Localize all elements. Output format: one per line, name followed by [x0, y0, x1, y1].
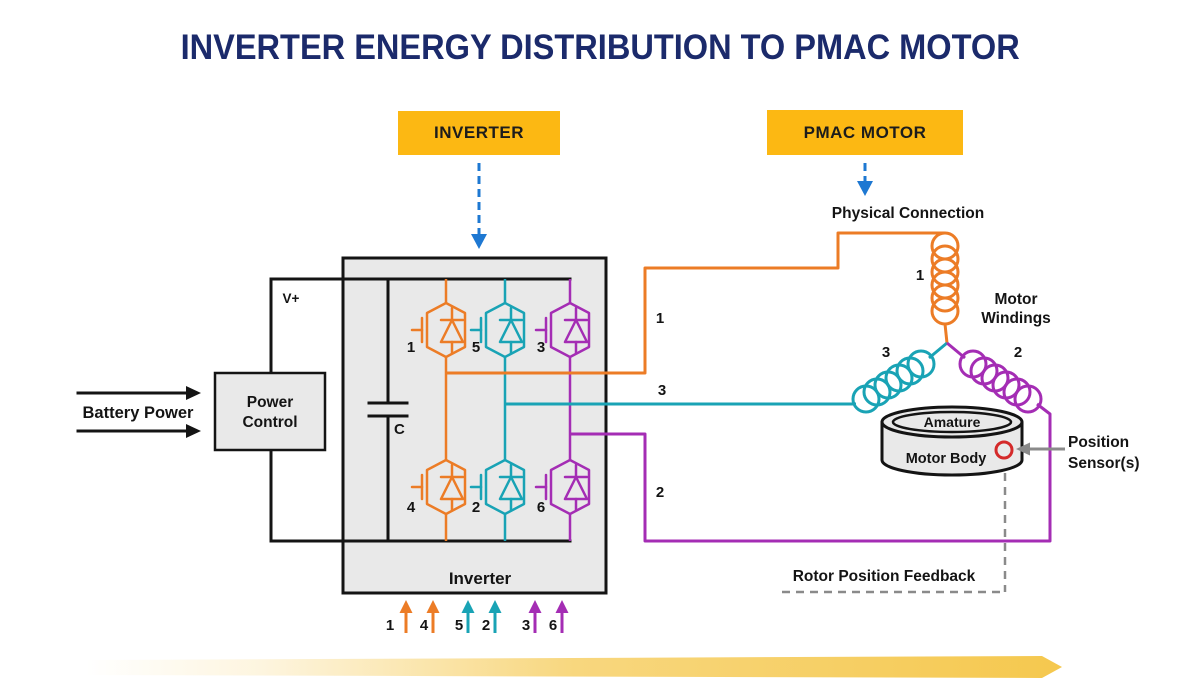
motor-top-inner-ellipse — [891, 410, 1013, 434]
motor-windings-label-line1: Motor — [994, 291, 1037, 308]
pmac-chip-label: PMAC MOTOR — [803, 122, 927, 142]
capacitor-plates — [367, 401, 409, 418]
position-sensor-pointer-head — [1016, 442, 1030, 456]
gate-number-4: 4 — [420, 617, 429, 634]
motor-body-label: Motor Body — [906, 451, 987, 467]
motor-windings-label-line2: Windings — [981, 310, 1051, 327]
position-sensor-label-line1: Position — [1068, 434, 1129, 451]
winding-2-label: 2 — [1014, 344, 1022, 361]
bus-top-rail — [269, 277, 572, 375]
phase-2-wire-label: 2 — [656, 484, 664, 501]
gate-number-6: 6 — [549, 617, 557, 634]
phase-1-wire — [446, 231, 945, 375]
phase-2-wire — [570, 402, 1052, 543]
v-plus-label: V+ — [283, 291, 300, 306]
igbt-number-3: 3 — [537, 339, 545, 356]
page-title-wrap: INVERTER ENERGY DISTRIBUTION TO PMAC MOT… — [0, 28, 1200, 68]
page-title: INVERTER ENERGY DISTRIBUTION TO PMAC MOT… — [180, 28, 1020, 67]
pmac-motor-chip: PMAC MOTOR — [767, 110, 963, 155]
battery-power-label: Battery Power — [83, 404, 195, 422]
gate-number-3: 3 — [522, 617, 530, 634]
inverter-chip: INVERTER — [398, 111, 560, 155]
bottom-swoosh-decoration — [86, 656, 1062, 678]
inverter-chip-label: INVERTER — [434, 123, 524, 142]
winding-3-coil — [851, 341, 948, 414]
igbt-number-1: 1 — [407, 339, 415, 356]
inverter-box-label: Inverter — [449, 569, 512, 588]
dc-bus-wiring — [76, 277, 572, 543]
inverter-chip-arrow-head — [471, 234, 487, 249]
rotor-feedback-dashed-line — [782, 459, 1007, 594]
gate-number-1: 1 — [386, 617, 394, 634]
power-control-label-line1: Power — [247, 394, 294, 411]
gate-signal-arrows — [399, 600, 569, 633]
phase-3-wire-label: 3 — [658, 382, 666, 399]
inverter-box — [341, 256, 608, 595]
winding-2-coil — [946, 341, 1043, 414]
winding-1-coil — [930, 231, 960, 344]
position-sensor-icon — [994, 440, 1014, 460]
igbt-number-2: 2 — [472, 499, 480, 516]
gate-number-2: 2 — [482, 617, 490, 634]
bus-bottom-rail — [269, 448, 572, 543]
battery-arrow-top-head — [186, 386, 201, 400]
rotor-feedback-label: Rotor Position Feedback — [793, 568, 976, 585]
battery-arrow-bottom-head — [186, 424, 201, 438]
igbt-number-5: 5 — [472, 339, 480, 356]
position-sensor-label-line2: Sensor(s) — [1068, 455, 1140, 472]
igbt-number-4: 4 — [407, 499, 416, 516]
capacitor-label: C — [394, 421, 405, 438]
gate-number-5: 5 — [455, 617, 463, 634]
phase-1-wire-label: 1 — [656, 310, 664, 327]
winding-1-label: 1 — [916, 267, 924, 284]
amature-label: Amature — [924, 414, 981, 430]
physical-connection-label: Physical Connection — [832, 205, 984, 222]
power-control-label-line2: Control — [242, 414, 297, 431]
winding-3-label: 3 — [882, 344, 890, 361]
igbt-number-6: 6 — [537, 499, 545, 516]
power-control-box — [213, 371, 327, 452]
pmac-chip-arrow-head — [857, 181, 873, 196]
